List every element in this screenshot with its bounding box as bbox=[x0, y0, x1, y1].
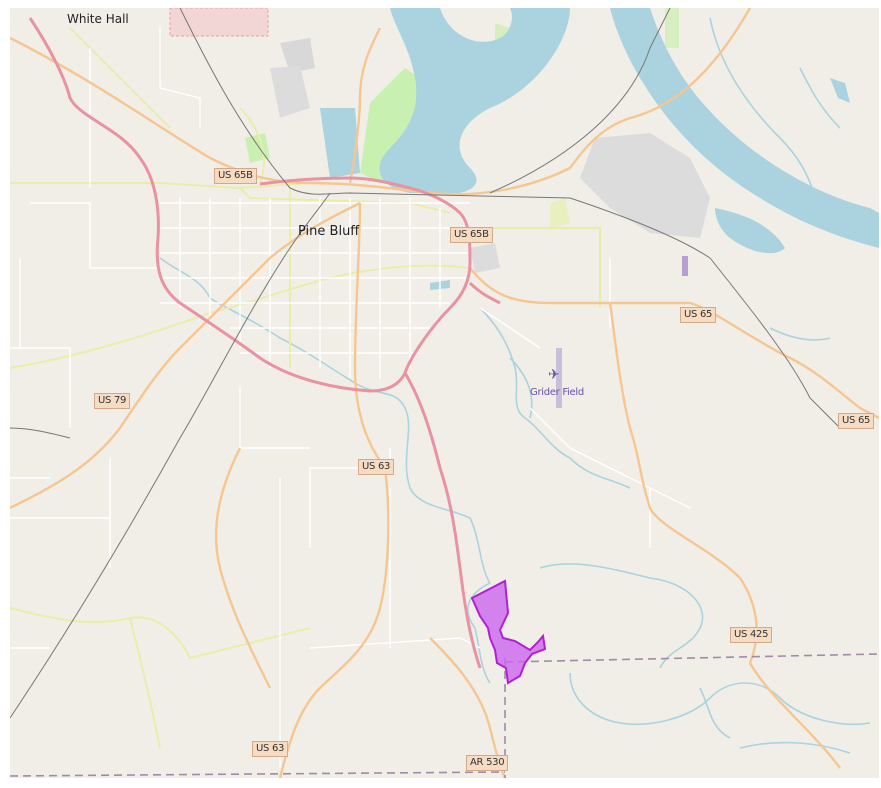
place-label-white-hall: White Hall bbox=[67, 12, 129, 26]
highlighted-area[interactable] bbox=[470, 579, 547, 685]
route-shield-us65-east: US 65 bbox=[838, 413, 875, 429]
secondary-roads bbox=[10, 8, 879, 778]
map-view[interactable]: White Hall Pine Bluff US 65B US 65B US 6… bbox=[10, 8, 879, 778]
route-shield-us65b-east: US 65B bbox=[450, 227, 493, 243]
primary-roads bbox=[28, 17, 501, 669]
railways bbox=[10, 8, 841, 719]
rivers bbox=[159, 17, 871, 754]
map-canvas bbox=[10, 8, 879, 778]
route-shield-us63-south: US 63 bbox=[252, 741, 289, 757]
airport-label-grider-field: Grider Field bbox=[530, 387, 584, 398]
place-label-pine-bluff: Pine Bluff bbox=[298, 224, 360, 239]
route-shield-us425: US 425 bbox=[730, 627, 773, 643]
route-shield-us63-north: US 63 bbox=[358, 459, 395, 475]
county-boundary bbox=[10, 653, 879, 778]
airplane-icon: ✈ bbox=[548, 367, 560, 383]
route-shield-us65b-west: US 65B bbox=[214, 168, 257, 184]
route-shield-us65-north: US 65 bbox=[680, 307, 717, 323]
route-shield-us79: US 79 bbox=[94, 393, 131, 409]
route-shield-ar530: AR 530 bbox=[466, 755, 509, 771]
